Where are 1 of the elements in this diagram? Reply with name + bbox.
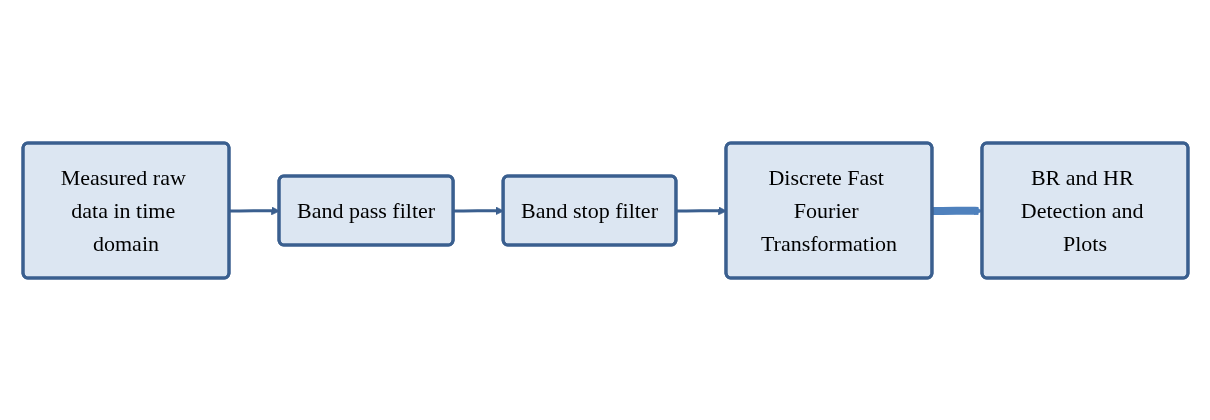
arrow xyxy=(931,205,983,215)
